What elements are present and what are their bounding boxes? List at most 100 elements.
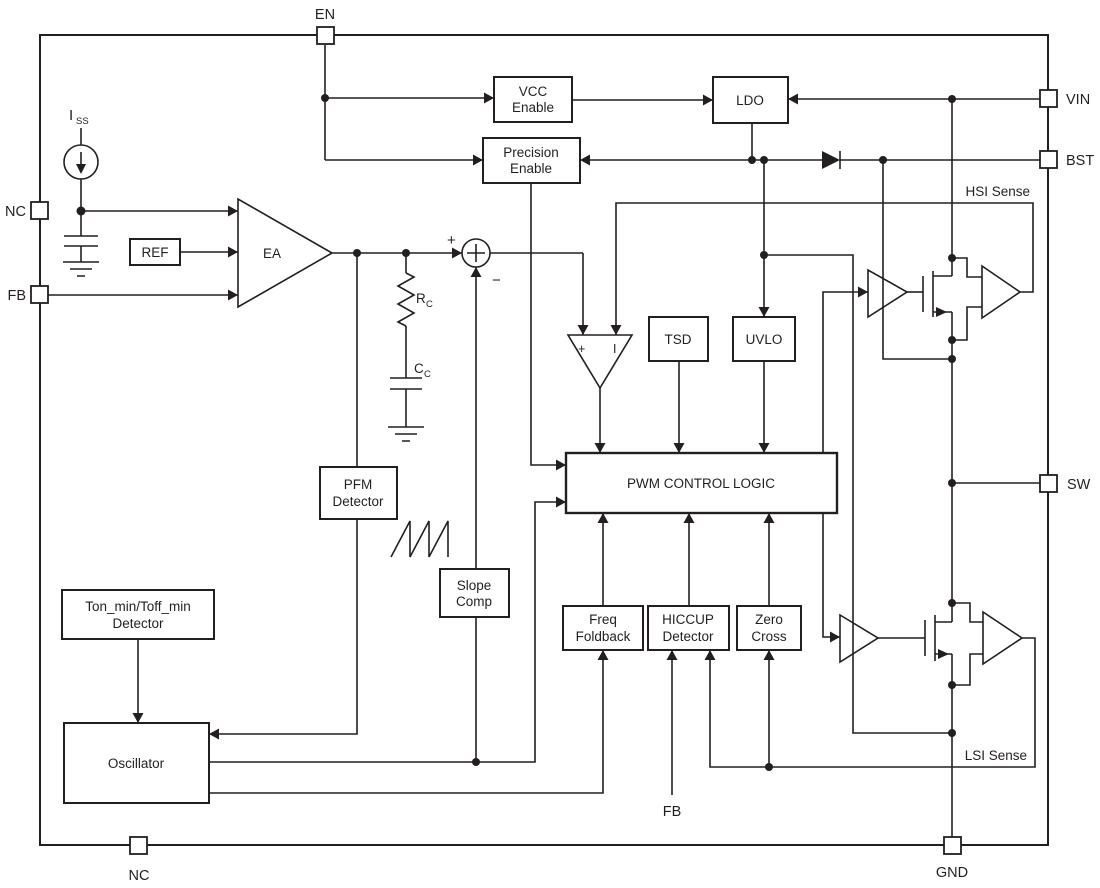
block-pwm-control-logic [564,451,839,515]
compensation-resistor [396,272,416,327]
block-slope-comp [439,568,510,618]
block-oscillator [63,722,210,804]
block-ldo-label: LDO [736,93,764,108]
block-zero-cross-label2: Cross [751,629,787,644]
ground-symbol-comp [388,426,424,442]
block-pfm-label2: Detector [332,494,384,509]
block-hiccup-label2: Detector [662,629,714,644]
pin-label-gnd: GND [936,865,968,881]
bootstrap-diode [822,151,841,169]
block-zero-cross [736,605,802,651]
ls-mosfet [924,615,949,661]
pin-pad-gnd [943,836,962,855]
chip-outline [39,34,1049,846]
block-slope-label1: Slope [457,578,492,593]
block-oscillator-label: Oscillator [108,756,165,771]
block-freq-foldback-label1: Freq [589,612,617,627]
block-uvlo [732,316,796,362]
comparator-current-label: I [613,342,616,356]
block-vcc-enable [493,76,573,123]
block-hiccup-label1: HICCUP [662,612,714,627]
block-tsd [648,316,709,362]
cc-label-sub: C [424,369,431,380]
wire-segment [952,306,982,341]
soft-start-current-source [63,144,99,180]
summing-node [461,238,491,268]
block-uvlo-label: UVLO [746,332,783,347]
circuit-wires [48,45,1040,845]
rc-label-sub: C [426,299,433,310]
block-zero-cross-label1: Zero [755,612,783,627]
pin-label-nc-left: NC [5,204,26,220]
pin-label-bst: BST [1066,153,1094,169]
pin-pad-fb [30,285,49,304]
wire-segment [530,183,566,471]
compensation-capacitor [390,377,422,390]
junction-dots [76,94,956,771]
hsi-sense-label: HSI Sense [965,184,1030,199]
pin-label-fb-left: FB [7,288,26,304]
pin-pad-nc-bottom [129,836,148,855]
block-ldo [712,76,789,124]
block-tsd-label: TSD [665,332,692,347]
block-precision-enable [482,137,581,184]
wire-segment [610,202,1034,335]
block-precision-enable-label1: Precision [503,145,559,160]
error-amplifier [237,197,334,309]
pin-pad-bst [1039,150,1058,169]
wire-segment [882,160,952,360]
comparator-plus-label: + [578,342,585,356]
wire-segment [952,257,982,278]
block-precision-enable-label2: Enable [510,161,552,176]
lsi-sense-label: LSI Sense [965,748,1027,763]
block-freq-foldback [562,605,644,651]
summer-minus-label: − [492,272,501,289]
pin-label-vin: VIN [1066,92,1090,108]
block-ref [129,238,181,266]
wire-segment [209,519,358,740]
wire-segment [764,254,952,734]
wire-segment [704,637,1036,768]
wire-segment [209,496,566,763]
ls-gate-driver [839,613,880,664]
pin-pad-en [316,26,335,45]
wire-segment [952,653,983,686]
rc-label-main: R [416,291,426,306]
hs-gate-driver [867,268,909,319]
block-ton-label1: Ton_min/Toff_min [85,599,191,614]
pwm-comparator [566,334,634,390]
pin-pad-nc-left [30,201,49,220]
block-pfm-detector [319,466,398,520]
ea-label: EA [263,246,281,261]
block-freq-foldback-label2: Foldback [576,629,631,644]
hs-mosfet [922,271,947,317]
pin-label-en: EN [315,7,335,23]
soft-start-capacitor [64,235,98,247]
wire-segment [822,513,840,643]
pin-pad-vin [1039,89,1058,108]
block-vcc-enable-label1: VCC [519,84,548,99]
block-ton-toff-detector [61,589,215,640]
block-slope-label2: Comp [456,594,492,609]
fb-internal-label: FB [663,804,682,820]
pin-label-nc-bottom: NC [129,868,150,884]
pin-pad-sw [1039,474,1058,493]
sawtooth-waveform [390,520,449,558]
ls-current-sense-amp [982,610,1024,666]
iss-label-sub: SS [76,116,89,127]
block-pwm-label: PWM CONTROL LOGIC [627,476,775,491]
pin-label-sw: SW [1067,477,1091,493]
summer-plus-label: + [447,232,456,249]
hs-current-sense-amp [981,264,1022,320]
wire-segment [952,602,983,623]
ground-symbol-left [63,261,99,277]
block-ref-label: REF [142,245,169,260]
block-ton-label2: Detector [112,616,164,631]
block-pfm-label1: PFM [344,477,373,492]
wire-segment [822,286,868,453]
block-hiccup-detector [647,605,730,651]
cc-label-main: C [414,361,424,376]
block-vcc-enable-label2: Enable [512,100,554,115]
